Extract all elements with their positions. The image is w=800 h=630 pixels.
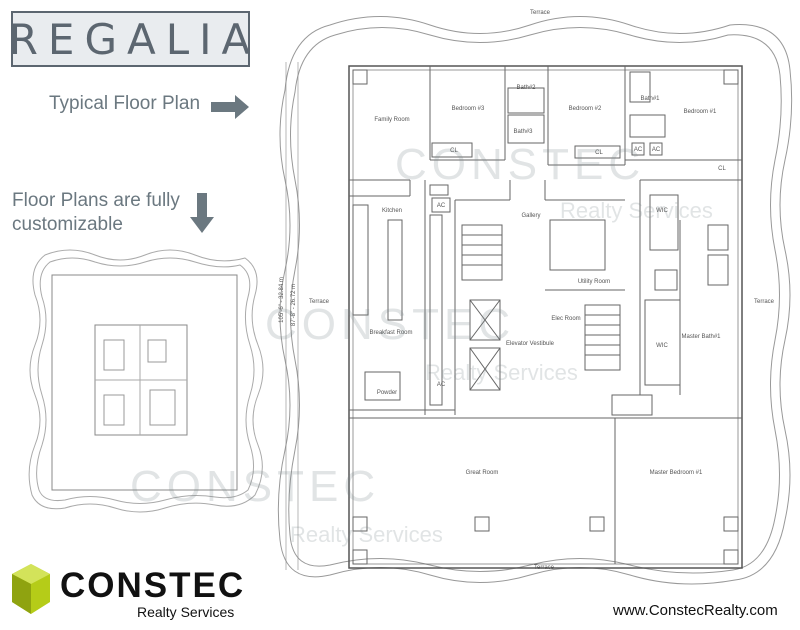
customizable-line-2: customizable	[12, 214, 123, 235]
company-name: CONSTEC	[60, 566, 246, 605]
closet-label-1: CL	[450, 148, 458, 154]
utility-room-label: Utility Room	[578, 279, 610, 285]
bath3-label: Bath#3	[513, 129, 533, 135]
master-bedroom1-label: Master Bedroom #1	[650, 470, 703, 476]
ac-label-4: AC	[437, 382, 446, 388]
terrace-left-label: Terrace	[309, 299, 330, 305]
terrace-right-label: Terrace	[754, 299, 775, 305]
structural-columns	[352, 69, 739, 565]
bedroom2-label: Bedroom #2	[569, 106, 602, 112]
constec-logo-icon	[12, 564, 50, 614]
customizable-note: Floor Plans are fully customizable	[12, 189, 180, 237]
dimension-lines	[285, 62, 299, 570]
ac-label-2: AC	[652, 147, 661, 153]
ac-label-3: AC	[437, 203, 446, 209]
breakfast-room-label: Breakfast Room	[369, 330, 412, 336]
arrow-right-icon	[211, 95, 249, 119]
building-walls	[348, 65, 743, 569]
website-link[interactable]: www.ConstecRealty.com	[613, 602, 778, 619]
dimension-outer-label: 105'-6" - 32.84 m	[279, 277, 285, 323]
master-bath1-label: Master Bath#1	[681, 334, 721, 340]
large-floor-plan-outline	[277, 16, 793, 585]
closet-label-3: CL	[718, 166, 726, 172]
kitchen-label: Kitchen	[382, 208, 402, 214]
closet-label-2: CL	[595, 150, 603, 156]
interior-walls	[349, 66, 742, 564]
bath1-label: Bath#1	[640, 96, 660, 102]
wic-label-1: WIC	[656, 208, 668, 214]
bedroom3-label: Bedroom #3	[452, 106, 485, 112]
customizable-line-1: Floor Plans are fully	[12, 190, 180, 211]
great-room-label: Great Room	[466, 470, 499, 476]
dimension-inner-label: 87'-8" - 26.72 m	[291, 284, 297, 326]
family-room-label: Family Room	[374, 117, 409, 123]
wic-label-2: WIC	[656, 343, 668, 349]
brand-title-box: REGALIA	[9, 11, 250, 67]
bedroom1-label: Bedroom #1	[684, 109, 717, 115]
small-floor-plan	[28, 249, 264, 513]
company-tagline: Realty Services	[137, 604, 235, 620]
bath2-label: Bath#2	[516, 85, 536, 91]
brand-title: REGALIA	[8, 14, 261, 64]
gallery-label: Gallery	[521, 213, 540, 219]
elec-room-label: Elec Room	[551, 316, 580, 322]
terrace-bottom-label: Terrace	[534, 565, 555, 571]
ac-label-1: AC	[634, 147, 643, 153]
typical-floor-plan-label: Typical Floor Plan	[49, 93, 201, 114]
powder-label: Powder	[377, 390, 397, 396]
elevator-vestibule-label: Elevator Vestibule	[506, 341, 555, 347]
arrow-down-icon	[190, 193, 214, 233]
terrace-top-label: Terrace	[530, 10, 551, 16]
